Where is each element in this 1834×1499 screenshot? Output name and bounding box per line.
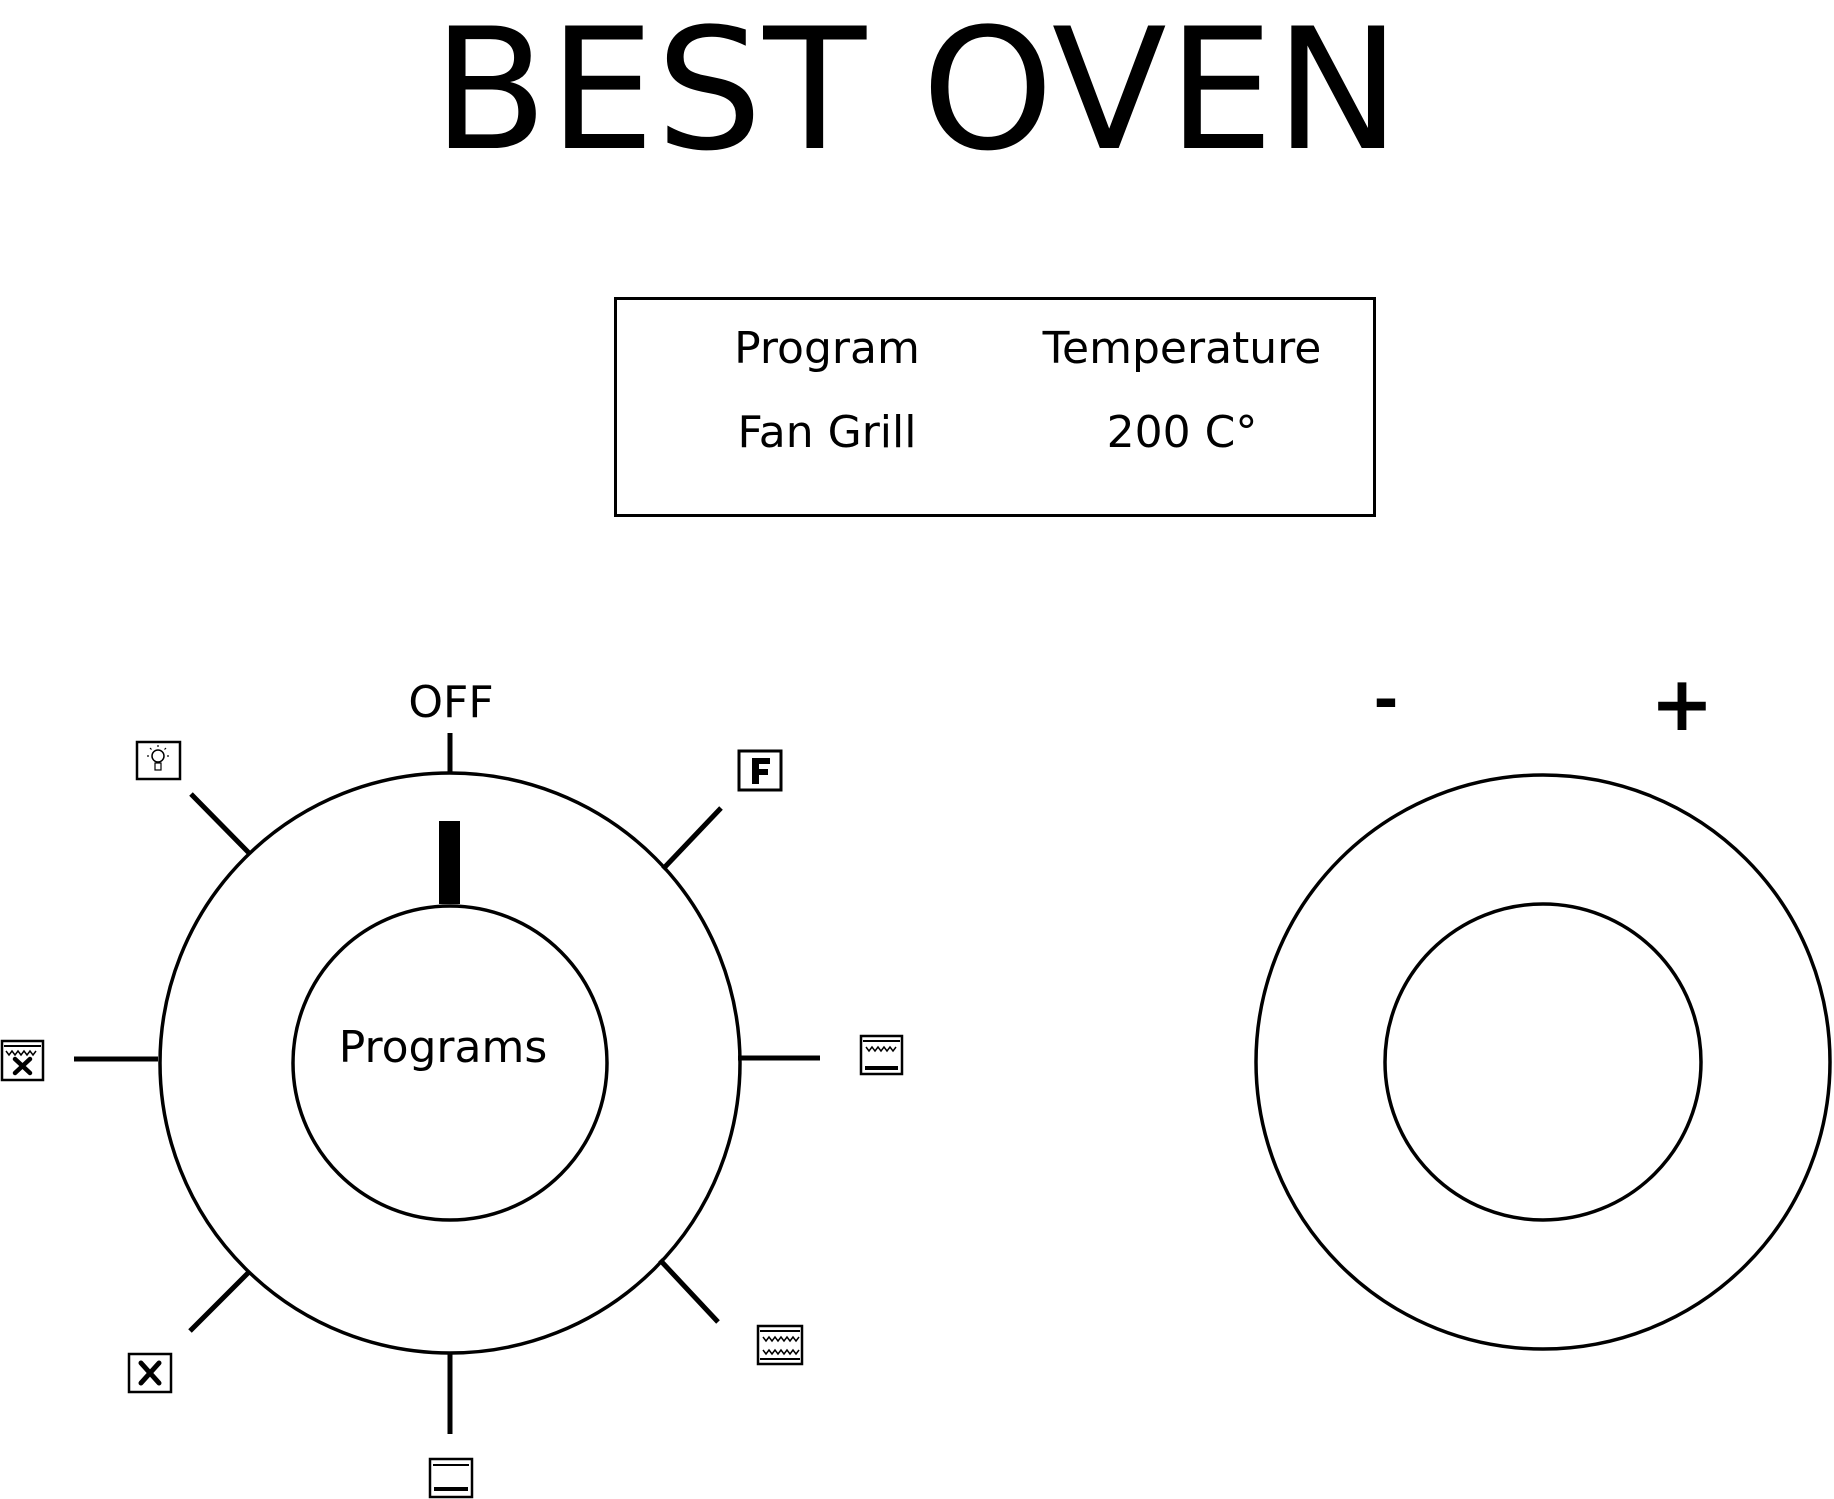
oven-display-panel: Program Temperature Fan Grill 200 C° [614,297,1376,517]
defrost-icon[interactable] [127,1352,173,1394]
tick-fan [661,806,723,871]
increase-temperature-label[interactable]: + [1650,659,1714,748]
double-grill-icon[interactable] [756,1324,804,1366]
temperature-knob-outer-ring[interactable] [1254,773,1832,1351]
lightbulb-icon[interactable] [135,740,182,781]
temperature-label: Temperature [1042,323,1322,374]
fan-letter-f-icon[interactable] [737,749,783,792]
tick-double-grill [658,1258,720,1324]
program-value: Fan Grill [737,407,917,458]
program-knob[interactable]: Programs [158,771,742,1355]
program-knob-ticks [74,733,820,1434]
program-knob-inner-disc[interactable] [291,904,609,1222]
decrease-temperature-label[interactable]: - [1374,665,1399,735]
program-knob-pointer [439,821,460,904]
tick-light [189,792,252,856]
fan-grill-icon[interactable] [0,1039,45,1082]
top-bottom-heat-icon[interactable] [859,1034,904,1076]
temperature-knob-inner-disc[interactable] [1383,902,1703,1222]
bottom-heat-icon[interactable] [428,1457,474,1499]
tick-defrost [188,1270,251,1333]
temperature-value: 200 C° [1106,407,1258,458]
temperature-knob[interactable] [1254,773,1832,1351]
program-label: Program [734,323,920,374]
program-knob-label: Programs [339,1022,548,1073]
off-label[interactable]: OFF [408,677,493,728]
oven-brand-title: BEST OVEN [432,0,1402,188]
